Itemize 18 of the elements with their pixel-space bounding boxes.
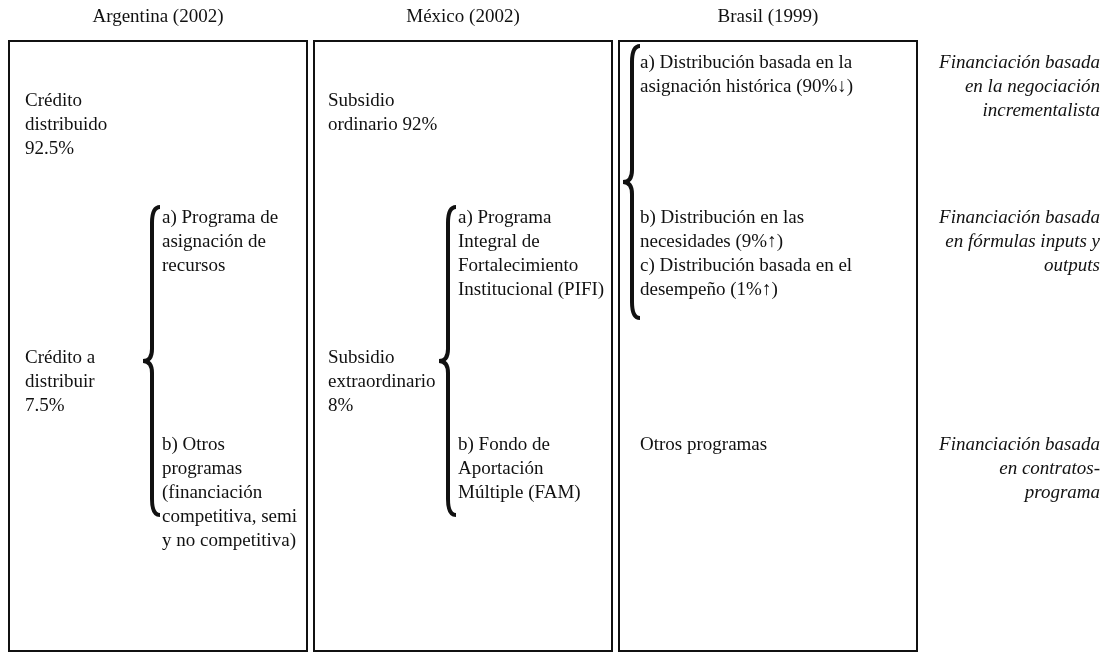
cell-text: Crédito distribuido 92.5%: [25, 88, 109, 160]
cell-text: b) Fondo de Aportación Múltiple (FAM): [458, 432, 582, 504]
cell-text: a) Programa de asignación de recursos: [162, 205, 280, 277]
cell-text: b) Otros programas (financiación competitiva, semi y no competitiva): [162, 432, 299, 552]
column-heading: Brasil (1999): [716, 4, 820, 28]
cell-text: a) Distribución basada en la asignación histórica (90%↓): [640, 50, 855, 98]
cell-text: b) Distribución en las necesidades (9%↑): [640, 205, 806, 253]
cell-text: Otros programas: [640, 432, 769, 456]
cell-text: c) Distribución basada en el desempeño (1%↑): [640, 253, 854, 301]
side-note: Financiación basada en contratos-programa: [938, 432, 1100, 504]
cell-text: Crédito a distribuir 7.5%: [25, 345, 97, 417]
column-heading: Argentina (2002): [91, 4, 225, 28]
side-note: Financiación basada en fórmulas inputs y outputs: [938, 205, 1100, 277]
cell-text: Subsidio ordinario 92%: [328, 88, 439, 136]
cell-text: a) Programa Integral de Fortalecimiento Institucional (PIFI): [458, 205, 606, 301]
column-heading: México (2002): [405, 4, 521, 28]
cell-text: Subsidio extraordinario 8%: [328, 345, 437, 417]
side-note: Financiación basada en la negociación incrementalista: [938, 50, 1100, 122]
